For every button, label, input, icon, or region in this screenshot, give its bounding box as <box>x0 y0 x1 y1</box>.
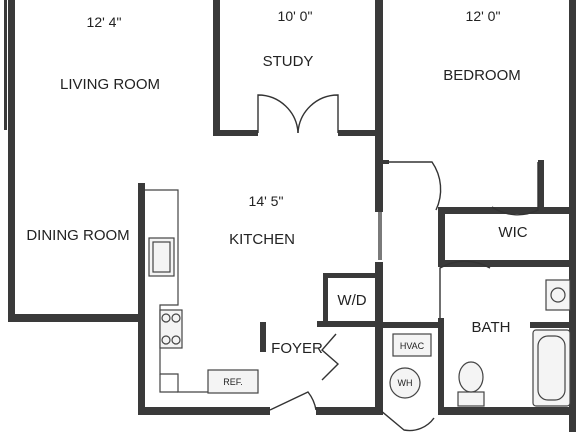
wic-top-wall <box>438 207 576 214</box>
living-room-label: LIVING ROOM <box>60 76 160 93</box>
right-exterior-wall <box>569 0 576 432</box>
bedroom-dimension: 12' 0" <box>466 8 501 24</box>
center-wall-lower <box>375 262 383 415</box>
tub-top-wall <box>530 322 576 328</box>
vanity-sink <box>545 279 571 311</box>
left-wall-thick-segment <box>4 0 7 130</box>
toilet-bowl <box>458 361 484 393</box>
toilet-tank <box>457 391 485 407</box>
room-labels: 12' 4" LIVING ROOM 10' 0" STUDY 12' 0" B… <box>26 8 527 357</box>
wd-left-wall <box>323 273 328 323</box>
burner-4 <box>171 335 181 345</box>
kitchen-counter <box>145 189 208 393</box>
study-bottom-wall-left <box>213 130 258 136</box>
kitchen-left-wall <box>138 183 145 415</box>
water-heater-label: WH <box>398 378 413 388</box>
bedroom-label: BEDROOM <box>443 67 521 84</box>
hvac-label: HVAC <box>400 341 425 351</box>
foyer-left-partition <box>260 322 266 352</box>
bathtub-basin <box>537 335 566 401</box>
wic-label: WIC <box>498 224 527 241</box>
burner-1 <box>161 313 171 323</box>
left-exterior-wall <box>8 0 15 322</box>
wd-bottom-wall <box>317 321 378 327</box>
burner-3 <box>161 335 171 345</box>
center-wall-upper <box>375 0 383 212</box>
wic-left-wall <box>438 207 445 267</box>
bottom-wall-right <box>438 407 576 415</box>
bottom-wall-left <box>138 407 270 415</box>
refrigerator <box>207 369 259 394</box>
wd-label: W/D <box>337 292 366 309</box>
wic-door <box>491 162 539 216</box>
water-heater <box>389 367 421 399</box>
study-door-right <box>297 94 339 134</box>
kitchen-fixtures <box>145 189 259 394</box>
wd-top-wall <box>323 273 378 278</box>
bath-fixtures <box>457 279 571 407</box>
living-room-dimension: 12' 4" <box>87 14 122 30</box>
study-door-left <box>257 94 299 134</box>
foyer-bifold-door <box>321 333 340 381</box>
dining-bottom-wall <box>8 314 143 322</box>
bath-door <box>439 260 491 318</box>
vanity-basin <box>550 287 566 303</box>
center-wall-thin <box>378 212 382 260</box>
bath-top-wall <box>383 322 443 328</box>
bathtub <box>532 329 571 407</box>
bottom-wall-mid <box>316 407 378 415</box>
bath-label: BATH <box>472 319 511 336</box>
bath-left-wall <box>438 318 444 415</box>
walls <box>4 0 576 432</box>
counter-corner <box>159 374 178 393</box>
burner-2 <box>171 313 181 323</box>
doors <box>257 94 539 432</box>
sink-basin <box>152 241 171 273</box>
utility-door <box>379 409 435 432</box>
dining-room-label: DINING ROOM <box>26 227 129 244</box>
study-label: STUDY <box>263 53 314 70</box>
fixture-labels: REF. HVAC WH <box>223 341 424 388</box>
bedroom-door <box>389 161 442 211</box>
refrigerator-label: REF. <box>223 377 243 387</box>
stove <box>159 309 183 349</box>
wic-bottom-wall <box>438 260 576 267</box>
utility-fixtures <box>389 333 432 399</box>
bedroom-right-stub <box>538 160 544 210</box>
bedroom-bottom-wall-stub <box>383 160 389 164</box>
hvac-unit <box>392 333 432 357</box>
study-dimension: 10' 0" <box>278 8 313 24</box>
kitchen-label: KITCHEN <box>229 231 295 248</box>
study-left-wall <box>213 0 220 136</box>
study-bottom-wall-right <box>338 130 380 136</box>
entry-door <box>269 391 317 411</box>
kitchen-dimension: 14' 5" <box>249 193 284 209</box>
foyer-label: FOYER <box>271 340 323 357</box>
